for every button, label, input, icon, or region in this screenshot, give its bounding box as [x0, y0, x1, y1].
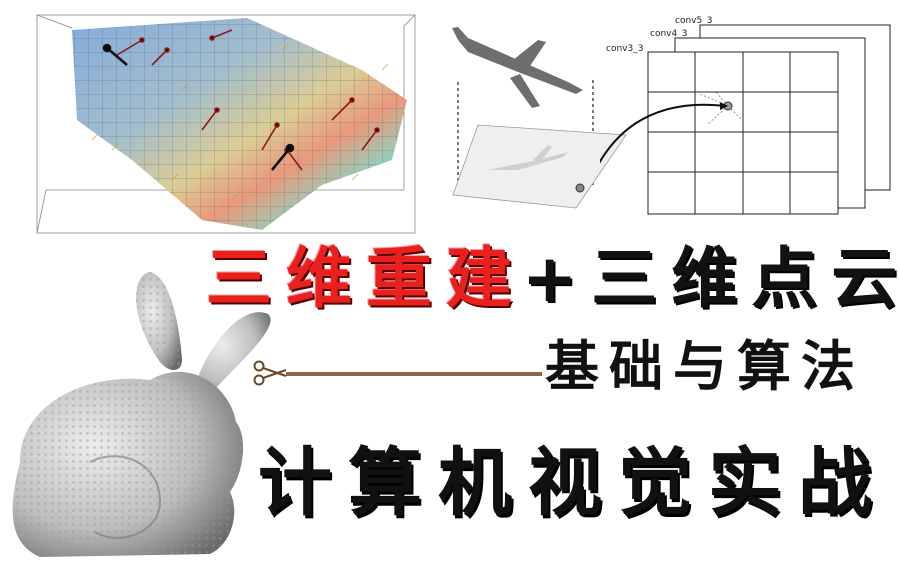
scissors-icon — [253, 360, 287, 386]
airplane-image — [452, 27, 627, 209]
bunny-mesh-image — [12, 272, 271, 557]
divider-line — [286, 372, 542, 376]
title-cv-practice: 计算机视觉实战 — [258, 440, 888, 526]
feature-grid-image: conv5_3 conv4_3 conv3_3 — [600, 16, 891, 215]
conv5-label: conv5_3 — [675, 16, 712, 26]
vector-field-image — [36, 14, 416, 234]
title-red-3d-reconstruction: 三维重建 — [206, 240, 526, 317]
conv4-label: conv4_3 — [650, 29, 687, 39]
conv3-label: conv3_3 — [606, 44, 643, 54]
title-point-cloud: +三维点云 — [522, 240, 899, 317]
subtitle-basics-algorithms: 基础与算法 — [545, 335, 865, 398]
